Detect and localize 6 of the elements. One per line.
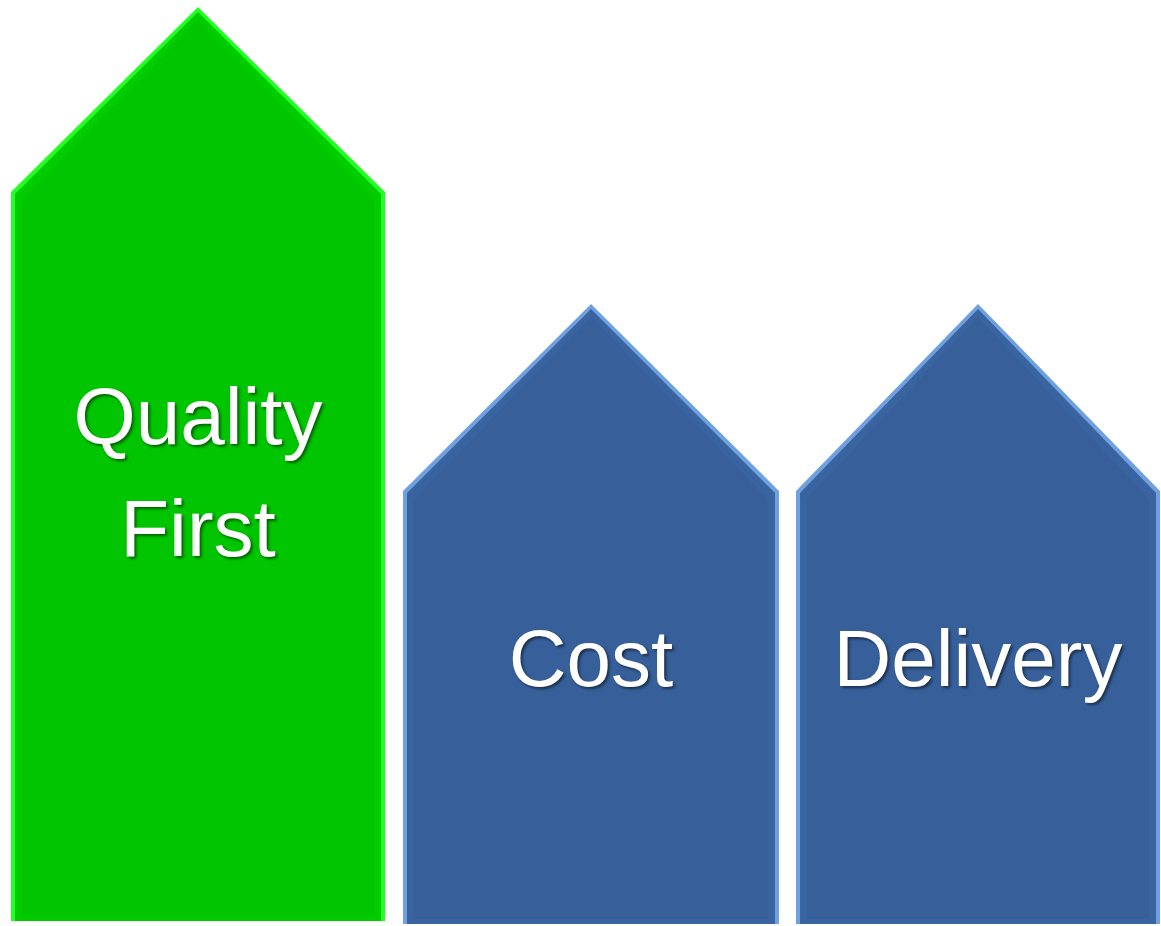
shape-label: Cost	[508, 613, 674, 705]
pentagon-block	[795, 303, 1161, 925]
shape-label: Quality First	[72, 371, 324, 575]
shape-label: Delivery	[833, 613, 1123, 705]
pentagon-block	[402, 303, 780, 925]
pentagon-block	[10, 6, 386, 922]
